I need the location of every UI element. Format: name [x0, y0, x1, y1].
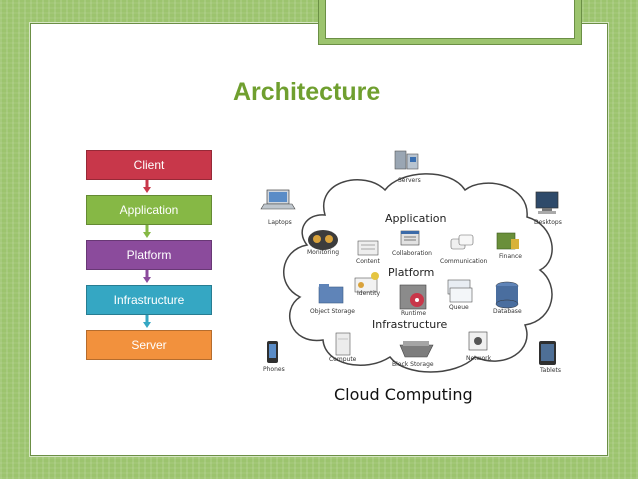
communication-icon — [450, 234, 474, 250]
compute-icon — [335, 332, 351, 356]
phone-icon — [267, 341, 278, 363]
desktops-label: Desktops — [534, 219, 562, 226]
stack-application: Application — [86, 195, 212, 225]
header-tab — [318, 0, 582, 45]
stack-client: Client — [86, 150, 212, 180]
folder-icon — [318, 284, 344, 304]
database-icon — [495, 281, 519, 309]
object-storage-label: Object Storage — [310, 308, 355, 315]
cloud-diagram — [260, 150, 559, 373]
queue-icon — [447, 279, 473, 303]
compute-label: Compute — [329, 356, 357, 363]
collaboration-icon — [400, 230, 420, 246]
stack-server: Server — [86, 330, 212, 360]
communication-label: Communication — [440, 258, 488, 265]
cloud-computing-title: Cloud Computing — [334, 385, 473, 404]
network-icon — [468, 331, 488, 351]
content-icon — [357, 240, 379, 256]
collaboration-label: Collaboration — [392, 250, 432, 257]
servers-icon — [394, 150, 419, 170]
stack-platform: Platform — [86, 240, 212, 270]
runtime-icon — [399, 284, 427, 310]
network-label: Network — [466, 355, 492, 362]
block-storage-icon — [399, 341, 434, 358]
tablet-icon — [539, 341, 556, 365]
arrow-down-icon — [143, 270, 151, 283]
stack-infrastructure: Infrastructure — [86, 285, 212, 315]
monitoring-label: Monitoring — [307, 249, 340, 256]
queue-label: Queue — [449, 304, 469, 311]
finance-icon — [496, 232, 519, 250]
block-storage-label: Block Storage — [392, 361, 434, 368]
arrow-down-icon — [143, 225, 151, 238]
desktop-icon — [535, 191, 559, 214]
section-infrastructure: Infrastructure — [372, 318, 448, 331]
database-label: Database — [493, 308, 522, 315]
section-application: Application — [385, 212, 447, 225]
laptop-icon — [260, 189, 296, 210]
content-label: Content — [356, 258, 380, 265]
slide-title: Architecture — [233, 78, 381, 106]
arrow-down-icon — [143, 180, 151, 193]
phones-label: Phones — [263, 366, 285, 373]
monitoring-icon — [308, 230, 338, 250]
cloud-shape — [283, 173, 553, 373]
servers-label: Servers — [398, 177, 421, 184]
runtime-label: Runtime — [401, 310, 427, 317]
identity-icon — [354, 272, 379, 293]
section-platform: Platform — [388, 266, 435, 279]
laptops-label: Laptops — [268, 219, 292, 226]
identity-label: Identity — [357, 290, 380, 297]
arrow-down-icon — [143, 315, 151, 328]
finance-label: Finance — [499, 253, 522, 260]
tablets-label: Tablets — [540, 367, 561, 374]
